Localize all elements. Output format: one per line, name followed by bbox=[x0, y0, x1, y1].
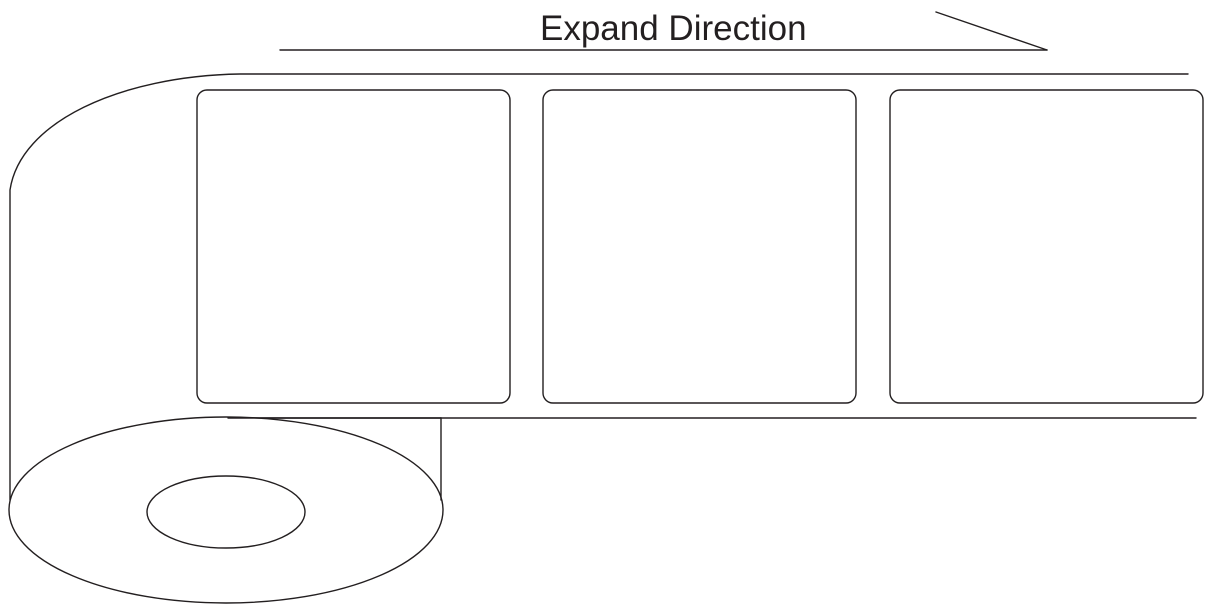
label-3 bbox=[889, 89, 1204, 404]
roll-core-hole bbox=[146, 475, 306, 549]
label-2 bbox=[542, 89, 857, 404]
paper-top-edge bbox=[9, 73, 1189, 501]
label-roll bbox=[8, 73, 1197, 604]
expand-direction-arrow: Expand Direction bbox=[279, 9, 1048, 51]
label-1 bbox=[196, 89, 511, 404]
arrow-head-icon bbox=[935, 11, 1048, 51]
labels-group bbox=[196, 89, 1204, 404]
expand-direction-caption: Expand Direction bbox=[540, 9, 807, 48]
